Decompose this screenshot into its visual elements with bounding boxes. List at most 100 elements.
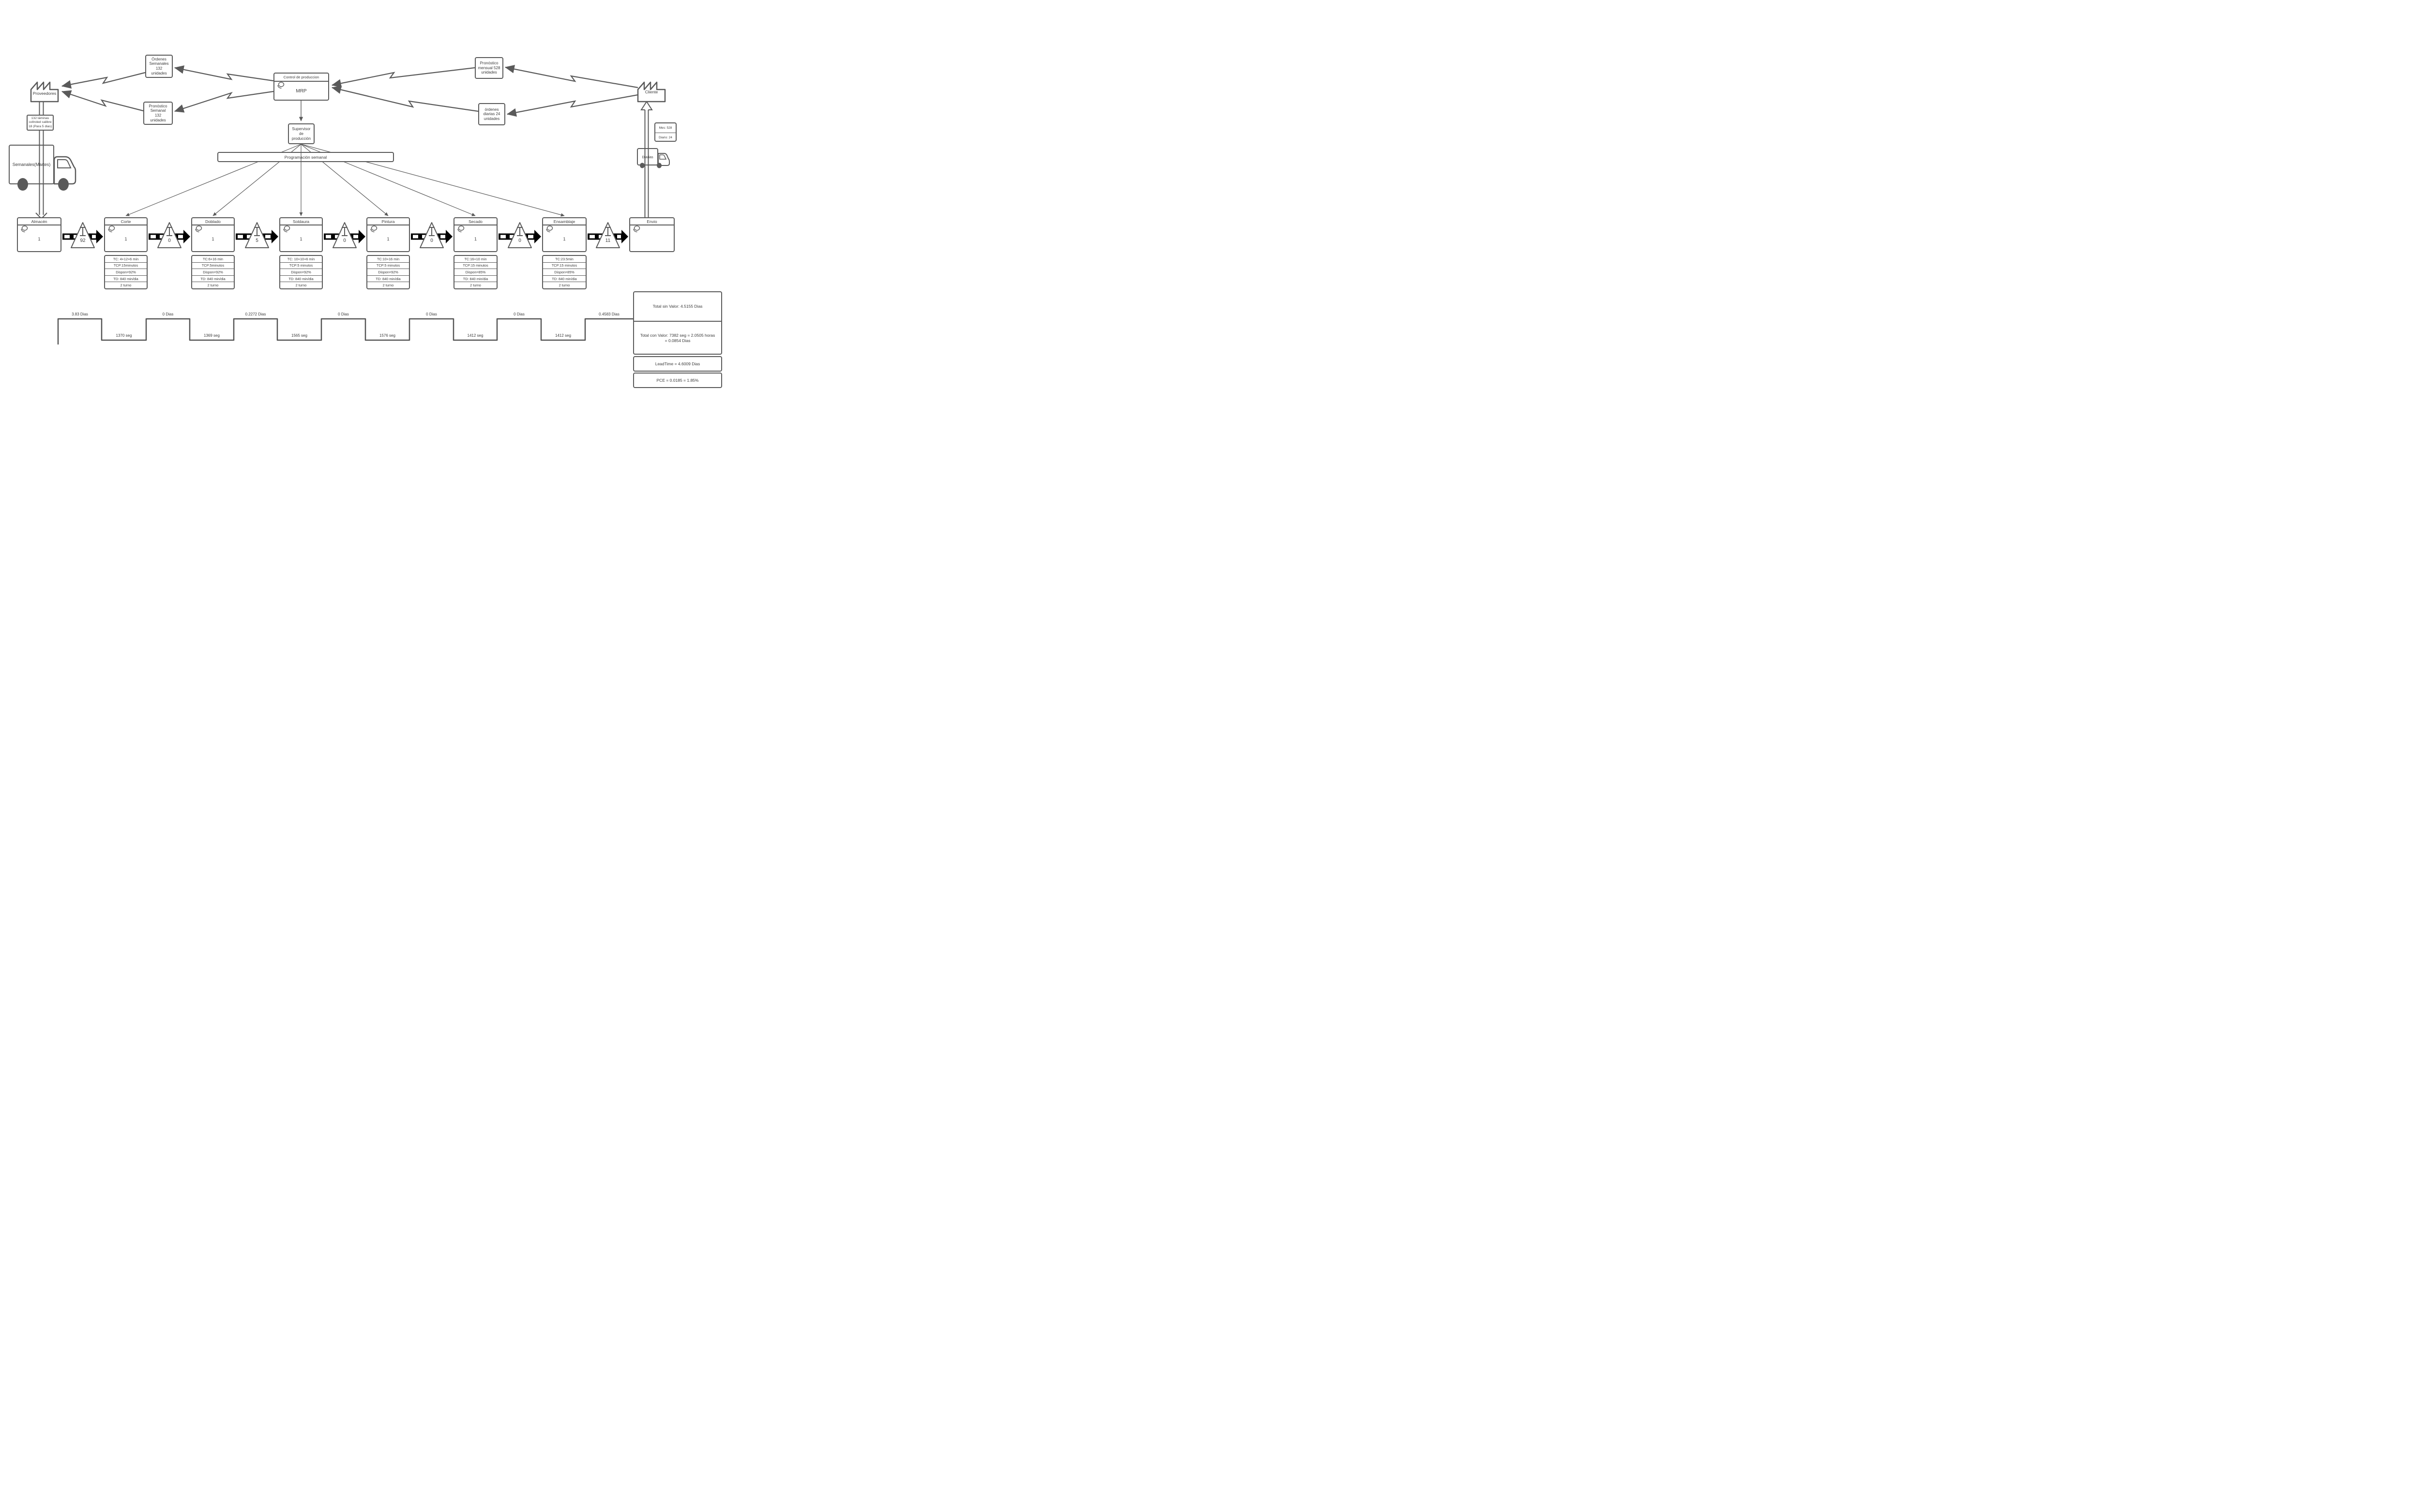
timeline-wait-4: 0 Dias: [426, 312, 437, 316]
inventory-triangles: [71, 222, 620, 248]
process-box-5: Secado 1: [454, 217, 498, 252]
process-metric: TCP:15minutos: [105, 262, 147, 269]
arrow-cliente-to-ordenes-diarias: [506, 94, 638, 117]
operator-icon: [370, 225, 378, 232]
inventory-count-3: 0: [343, 238, 346, 243]
process-metric: Dispon=92%: [105, 269, 147, 275]
arrow-pronostico-semanal-to-proveedores: [61, 90, 144, 112]
inventory-count-6: 11: [605, 238, 611, 243]
inventory-count-2: 5: [256, 238, 258, 243]
timeline-wait-5: 0 Dias: [514, 312, 525, 316]
inventory-count-5: 0: [518, 238, 521, 243]
truck-wheel-icon: [58, 178, 69, 191]
truck-wheel-icon: [640, 163, 645, 168]
process-metric: TCP:5minutos: [192, 262, 234, 269]
process-metric: 2 turno: [105, 282, 147, 288]
process-metric: TD: 840 min/dia: [543, 275, 586, 282]
process-operators: 1: [474, 236, 477, 241]
process-metric: TCP:15 minutos: [454, 262, 497, 269]
vsm-diagram: Proveedores Cliente Órdenes Semanales 13…: [0, 0, 748, 416]
process-metric: TCP:5 minutos: [367, 262, 409, 269]
summary-box-totals: Total sin Valor: 4.5155 Dias Total con V…: [633, 291, 722, 355]
process-metric: Dispon=85%: [454, 269, 497, 275]
monthly-forecast-box: Pronóstico mensual 528 unidades: [475, 57, 503, 79]
information-arrows: [61, 65, 638, 117]
diagram-lines-layer: [17, 65, 670, 344]
process-title: Envio: [630, 218, 674, 225]
process-metric: TD: 840 min/dia: [454, 275, 497, 282]
weekly-forecast-box: Pronóstico Semanal 132 unidades: [143, 102, 173, 125]
timeline-process-3: 1576 seg: [379, 333, 395, 338]
process-operators: 1: [387, 236, 390, 241]
process-operators: 1: [38, 236, 41, 241]
daily-orders-box: órdenes diarias 24 unidades: [478, 103, 505, 125]
weekly-orders-box: Órdenes Semanales 132 unidades: [145, 55, 173, 78]
summary-leadtime: LeadTime = 4.6009 Dias: [633, 356, 722, 372]
process-metric: TC:6+16 min: [203, 256, 223, 261]
factory-icons: [30, 81, 666, 103]
process-title: Ensamblaje: [543, 218, 586, 225]
process-metric: TD: 840 min/dia: [280, 275, 322, 282]
process-metric: TC: 4+12+6 min: [113, 256, 139, 261]
truck-left-cargo: Semanales(Martes): [9, 145, 54, 184]
timeline-process-4: 1412 seg: [467, 333, 484, 338]
truck-wheel-icon: [17, 178, 28, 191]
supervisor-box: Supervisor de producción: [288, 123, 315, 144]
lead-time-ladder: [57, 318, 633, 344]
process-title: Pintura: [367, 218, 409, 225]
timeline-process-1: 1369 seg: [204, 333, 220, 338]
timeline-wait-3: 0 Dias: [338, 312, 349, 316]
timeline-wait-0: 3.83 Dias: [72, 312, 88, 316]
process-metric: TD: 840 min/dia: [367, 275, 409, 282]
summary-pce: PCE = 0.0185 = 1.85%: [633, 373, 722, 388]
process-metric: TC:10+16 min: [377, 256, 400, 261]
operator-icon: [277, 82, 285, 89]
arrow-ordenes-semanales-to-proveedores: [61, 72, 146, 89]
timeline-process-2: 1565 seg: [291, 333, 307, 338]
arrow-mrp-to-pronostico-semanal: [174, 90, 274, 113]
arrow-cliente-to-pronostico-mensual: [504, 65, 638, 89]
process-box-2: Doblado 1: [191, 217, 235, 252]
process-metric: 2 turno: [543, 282, 586, 288]
mrp-label: MRP: [296, 89, 307, 94]
operator-icon: [108, 225, 115, 232]
process-title: Soldaura: [280, 218, 322, 225]
process-metric: TC:16+10 min: [464, 256, 487, 261]
suppliers-label: Proveedores: [32, 91, 57, 96]
process-operators: 1: [212, 236, 214, 241]
process-metric: 2 turno: [192, 282, 234, 288]
process-title: Corte: [105, 218, 147, 225]
summary-non-value-time: Total sin Valor: 4.5155 Dias: [634, 292, 721, 322]
process-metric: TC:23.5min: [555, 256, 574, 261]
process-title: Secado: [454, 218, 497, 225]
mrp-header: Control de produccion: [274, 74, 328, 82]
push-arrows: [62, 230, 628, 243]
process-metric: TC: 10+10+6 min: [287, 256, 315, 261]
operator-icon: [546, 225, 553, 232]
process-metric: Dispon=92%: [280, 269, 322, 275]
cliente-factory-icon: [637, 81, 666, 103]
summary-value-time: Total con Valor: 7382 seg = 2.0505 horas…: [640, 333, 715, 343]
process-box-4: Pintura 1: [366, 217, 410, 252]
process-metric: 2 turno: [454, 282, 497, 288]
process-metric: TCP:5 minutos: [280, 262, 322, 269]
supply-note-box: 132 láminas collroled calibre 18 (Para 5…: [27, 115, 54, 131]
process-metric: 2 turno: [367, 282, 409, 288]
operator-icon: [457, 225, 465, 232]
process-operators: 1: [124, 236, 127, 241]
arrow-ordenes-diarias-to-mrp: [331, 85, 479, 112]
timeline-wait-6: 0.4583 Dias: [599, 312, 620, 316]
process-metric: TD: 840 min/dia: [192, 275, 234, 282]
process-metric: TCP:15 minutos: [543, 262, 586, 269]
process-title: Almacén: [18, 218, 60, 225]
demand-month: Mes: 528: [655, 123, 676, 133]
arrow-pronostico-mensual-to-mrp: [331, 67, 475, 88]
truck-left-icon: [17, 156, 76, 191]
operator-icon: [633, 225, 640, 232]
process-operators: 1: [300, 236, 302, 241]
inventory-count-4: 0: [430, 238, 433, 243]
